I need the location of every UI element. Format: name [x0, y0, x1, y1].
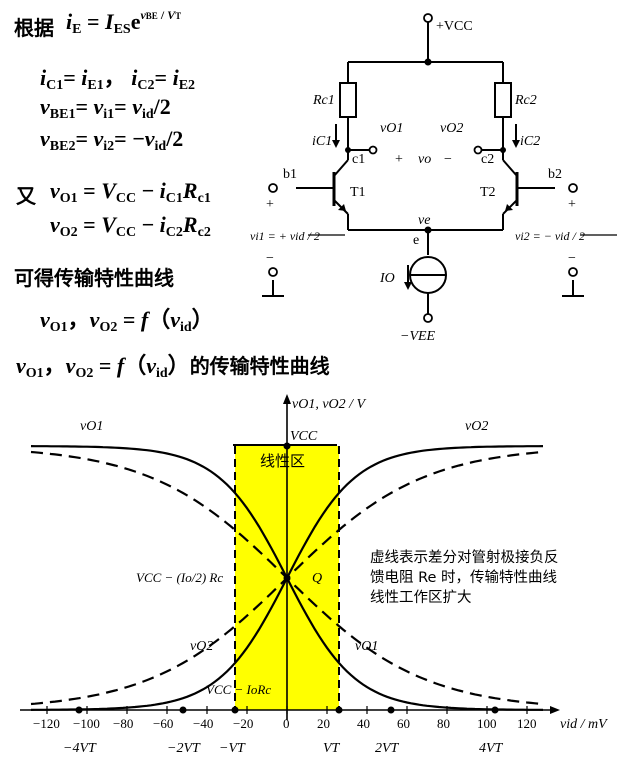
t1-label: T1 — [350, 185, 366, 200]
vo2-label: vO2 — [440, 121, 463, 136]
c2-label: c2 — [481, 152, 494, 167]
x-tick-label: −80 — [113, 716, 133, 731]
x-axis-arrow — [550, 706, 560, 714]
low-mark-label: VCC − IoRc — [206, 682, 271, 697]
x-tick-label: 120 — [517, 716, 537, 731]
x-tick-label: 20 — [317, 716, 330, 731]
in1-minus: − — [266, 251, 274, 266]
in1-plus: + — [266, 197, 274, 212]
eq-line5: vO1 = VCC − iC1Rc1 — [50, 178, 211, 206]
dashed-curve-annotation: 虚线表示差分对管射极接负反馈电阻 Re 时，传输特性曲线线性工作区扩大 — [370, 550, 559, 606]
series-label-vo2-right: vO2 — [465, 419, 488, 434]
vt-label: −4VT — [63, 741, 97, 756]
vt-marker — [179, 706, 187, 714]
eq-line2: iC1= iE1， iC2= iE2 — [40, 65, 196, 93]
eq-line1-prefix: 根据 — [14, 16, 54, 40]
mid-mark-label: VCC − (Io/2) Rc — [136, 570, 223, 585]
c1-label: c1 — [352, 152, 365, 167]
y-axis-label: vO1, vO2 / V — [292, 397, 367, 412]
vt-marker — [335, 706, 343, 714]
x-tick-label: −60 — [153, 716, 173, 731]
x-tick-label: 0 — [283, 716, 290, 731]
eq-line8: vO1，vO2 = f（vid） — [40, 307, 214, 335]
eq-line7: 可得传输特性曲线 — [14, 266, 174, 290]
vi1-label: vi1 = + vid / 2 — [250, 229, 320, 243]
vt-label: VT — [323, 741, 341, 756]
io-label: IO — [379, 271, 395, 286]
t2-label: T2 — [480, 185, 496, 200]
eq-line5-prefix: 又 — [16, 184, 36, 208]
eq-line1: iE = IESevBE / VT — [66, 8, 182, 37]
x-axis-label: vid / mV — [560, 717, 608, 732]
x-tick-label: −120 — [33, 716, 60, 731]
x-tick-label: −100 — [73, 716, 100, 731]
q-label: Q — [312, 571, 322, 586]
vt-marker — [231, 706, 239, 714]
vcc-point — [283, 442, 291, 450]
vt-label: −2VT — [167, 741, 201, 756]
linear-region-label: 线性区 — [260, 452, 305, 470]
vt-marker — [387, 706, 395, 714]
x-tick-label: 80 — [437, 716, 450, 731]
rc1-label: Rc1 — [312, 93, 335, 108]
vt-label: −VT — [219, 741, 246, 756]
e-label: e — [413, 233, 419, 248]
vo1-label: vO1 — [380, 121, 403, 136]
ic2-label: iC2 — [520, 134, 540, 149]
curve-vo2-dashed — [30, 450, 544, 706]
vo-label: vo — [418, 152, 431, 167]
in2-plus: + — [568, 197, 576, 212]
x-tick-label: 60 — [397, 716, 410, 731]
eq-line4: vBE2= vi2= −vid/2 — [40, 126, 184, 154]
ve-label: ve — [418, 213, 430, 228]
vt-label: 4VT — [479, 741, 504, 756]
series-label-vo1-left: vO1 — [80, 419, 103, 434]
vcc-mark-label: VCC — [290, 429, 318, 444]
vi2-label: vi2 = − vid / 2 — [515, 229, 585, 243]
series-label-vo2-left: vO2 — [190, 639, 213, 654]
minus-sign: − — [444, 152, 452, 167]
vcc-label: +VCC — [436, 19, 473, 34]
x-tick-label: −40 — [193, 716, 213, 731]
series-label-vo1-right: vO1 — [355, 639, 378, 654]
b1-label: b1 — [283, 167, 297, 182]
eq-line9: vO1，vO2 = f（vid）的传输特性曲线 — [16, 353, 330, 381]
x-tick-label: 100 — [477, 716, 497, 731]
x-tick-label: −20 — [233, 716, 253, 731]
in2-minus: − — [568, 251, 576, 266]
plus-sign: + — [395, 152, 403, 167]
y-axis-arrow — [283, 394, 291, 404]
eq-line3: vBE1= vi1= vid/2 — [40, 94, 171, 122]
ic1-label: iC1 — [312, 134, 332, 149]
vt-label: 2VT — [375, 741, 400, 756]
b2-label: b2 — [548, 167, 562, 182]
vee-label: −VEE — [400, 329, 436, 344]
x-tick-label: 40 — [357, 716, 370, 731]
rc2-label: Rc2 — [514, 93, 537, 108]
eq-line6: vO2 = VCC − iC2Rc2 — [50, 212, 211, 240]
